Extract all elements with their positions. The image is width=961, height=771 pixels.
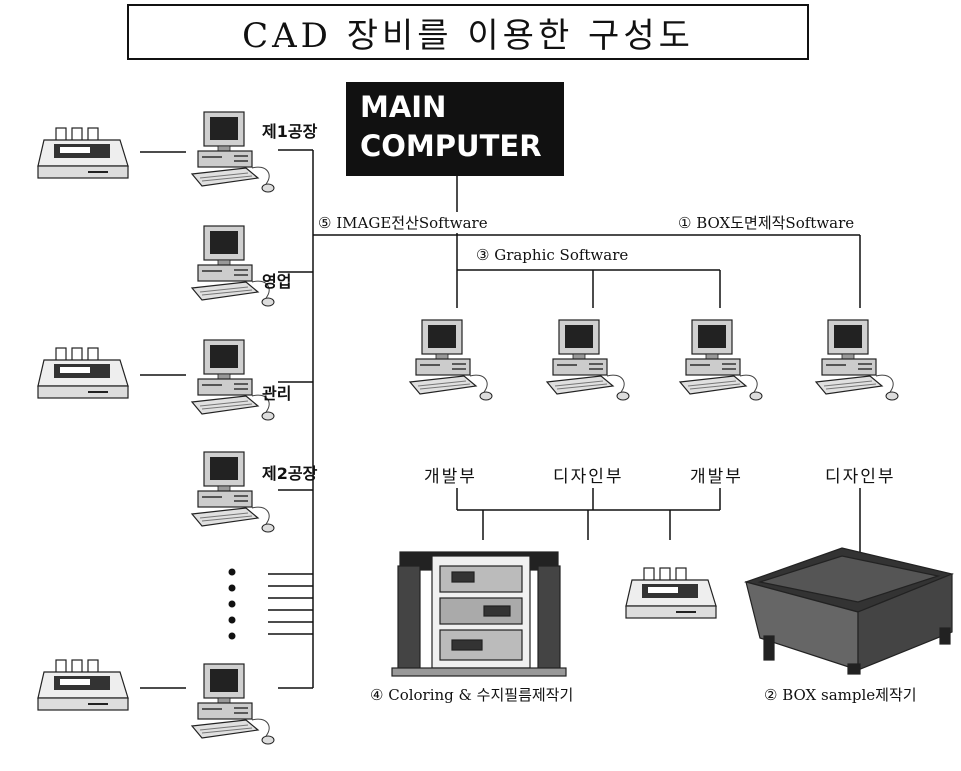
pc-dev-1: [409, 319, 493, 401]
label-admin: 관리: [262, 384, 292, 403]
printer-left-2: [37, 347, 129, 399]
diagram-title: CAD 장비를 이용한 구성도: [127, 4, 809, 60]
printer-left-3: [37, 659, 129, 711]
label-sales: 영업: [262, 272, 292, 291]
label-dept-1: 개발부: [424, 467, 477, 487]
label-factory1: 제1공장: [262, 122, 318, 141]
main-computer-box: MAIN COMPUTER: [346, 82, 564, 176]
pc-design-2: [815, 319, 899, 401]
left-bus: [268, 149, 314, 689]
label-graphic-software: ③ Graphic Software: [474, 246, 631, 264]
main-computer-line1: MAIN: [360, 90, 447, 124]
label-dept-2: 디자인부: [553, 467, 624, 487]
printer-right: [625, 567, 717, 619]
printer-links: [140, 151, 186, 689]
pc-bottom: [191, 663, 275, 745]
box-sample-machine: [743, 547, 954, 675]
main-computer-line2: COMPUTER: [360, 129, 542, 163]
label-dept-3: 개발부: [690, 467, 743, 487]
label-factory2: 제2공장: [262, 464, 318, 483]
pc-sales: [191, 225, 275, 307]
pc-dev-2: [679, 319, 763, 401]
bottom-bus: [456, 488, 861, 552]
more-dots: [228, 568, 236, 640]
printer-left-1: [37, 127, 129, 179]
top-network: [313, 176, 861, 308]
label-dept-4: 디자인부: [825, 467, 896, 487]
pc-design-1: [546, 319, 630, 401]
label-box-sample-device: ② BOX sample제작기: [764, 686, 917, 704]
label-image-software: ⑤ IMAGE전산Software: [316, 212, 490, 233]
coloring-machine: [391, 551, 567, 677]
label-coloring-device: ④ Coloring & 수지필름제작기: [370, 686, 574, 704]
label-box-drawing-software: ① BOX도면제작Software: [676, 212, 857, 233]
